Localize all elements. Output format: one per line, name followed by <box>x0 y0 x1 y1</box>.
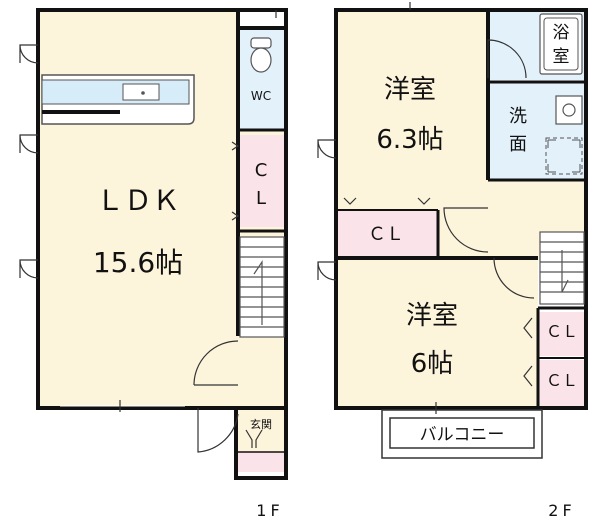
closet-c-label: ＣＬ <box>546 371 578 390</box>
wash-label-2: 面 <box>509 134 527 155</box>
ldk-name-label: ＬＤＫ <box>96 184 180 217</box>
closet-c-floor <box>538 360 586 406</box>
balcony-outline <box>381 409 543 459</box>
stairs-1f <box>239 236 285 338</box>
floor-2-label: 2F <box>548 501 575 520</box>
bath-label-2: 室 <box>553 47 570 67</box>
closet-b-label: ＣＬ <box>546 322 578 341</box>
room-a-floor <box>338 10 488 210</box>
room-a-size-label: 6.3帖 <box>376 125 443 155</box>
closet-1f-c-label: C <box>255 160 268 181</box>
wc-label: WC <box>251 89 271 103</box>
floor-2-plan <box>317 2 588 459</box>
ldk-size-label: 15.6帖 <box>93 246 183 279</box>
floor-1-label: 1F <box>256 501 283 520</box>
room-b-size-label: 6帖 <box>411 349 454 379</box>
closet-1f-l-label: L <box>256 188 266 209</box>
floor-1-outer-wall <box>36 8 288 410</box>
closet-a-floor <box>338 210 438 256</box>
room-b-name-label: 洋室 <box>406 301 458 331</box>
bathtub-fixture <box>539 13 583 75</box>
room-b-floor <box>338 258 538 408</box>
room-a-name-label: 洋室 <box>384 75 436 105</box>
doors-2f <box>317 2 535 414</box>
balcony-label: バルコニー <box>420 425 505 445</box>
closet-b-floor <box>538 312 586 356</box>
kitchen-counter <box>41 74 195 125</box>
washbasin-fixture <box>555 95 583 125</box>
closet-a-label: ＣＬ <box>368 224 404 245</box>
entrance-label: 玄関 <box>250 417 272 431</box>
floor-1-plan <box>19 8 288 480</box>
stairs-2f <box>539 231 585 305</box>
wash-label-1: 洗 <box>509 106 527 127</box>
bath-label-1: 浴 <box>553 23 570 43</box>
entrance-shoe-box <box>238 452 284 472</box>
doors-1f <box>19 10 277 453</box>
washer-space <box>545 137 583 175</box>
labels: ＬＤＫ 15.6帖 WC C L 玄関 1F 洋室 6.3帖 洋室 6帖 ＣＬ … <box>93 23 578 520</box>
closet-floor-1f <box>238 135 284 227</box>
toilet-fixture <box>250 37 272 73</box>
